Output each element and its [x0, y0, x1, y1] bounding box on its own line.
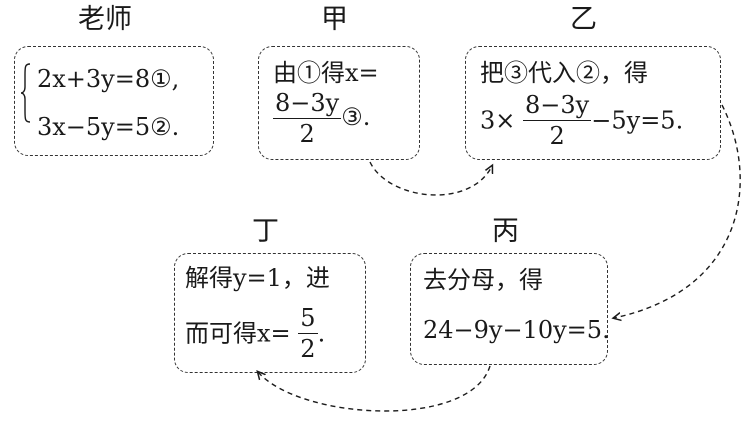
yi-prefix: 3× — [480, 106, 516, 135]
teacher-equation-1: 2x+3y=8①, — [37, 65, 180, 93]
ding-fraction: 5 2 — [298, 304, 318, 363]
jia-fraction-denominator: 2 — [299, 120, 315, 148]
teacher-box: 2x+3y=8①, 3x−5y=5②. — [14, 46, 214, 156]
ding-line-1: 解得y=1，进 — [185, 264, 330, 292]
yi-fraction-denominator: 2 — [549, 122, 565, 150]
yi-after: −5y=5. — [591, 106, 684, 135]
ding-box: 解得y=1，进 而可得x= 5 2 . — [174, 253, 366, 373]
jia-fraction-numerator: 8−3y — [273, 89, 342, 119]
jia-line-1: 由①得x= — [273, 59, 379, 87]
arrow-bing-to-ding — [258, 365, 491, 412]
yi-fraction: 8−3y 2 — [523, 91, 592, 150]
yi-line-1: 把③代入②，得 — [480, 59, 648, 87]
label-ding: 丁 — [252, 216, 279, 247]
yi-fraction-numerator: 8−3y — [523, 91, 592, 121]
jia-box: 由①得x= 8−3y 2 ③. — [258, 46, 420, 160]
teacher-equation-2: 3x−5y=5②. — [37, 113, 180, 141]
arrow-jia-to-yi — [369, 161, 492, 196]
ding-fraction-denominator: 2 — [300, 335, 316, 363]
bing-line-2: 24−9y−10y=5. — [423, 316, 610, 344]
label-yi: 乙 — [570, 4, 597, 35]
ding-after: . — [317, 319, 326, 348]
arrow-yi-to-bing — [614, 104, 741, 318]
bing-line-1: 去分母，得 — [423, 266, 543, 294]
jia-after: ③. — [341, 103, 371, 131]
bing-box: 去分母，得 24−9y−10y=5. — [410, 253, 610, 365]
yi-box: 把③代入②，得 3× 8−3y 2 −5y=5. — [465, 46, 721, 160]
jia-fraction: 8−3y 2 — [273, 89, 342, 148]
label-teacher: 老师 — [78, 4, 132, 35]
label-jia: 甲 — [321, 4, 348, 35]
label-bing: 丙 — [492, 216, 519, 247]
ding-fraction-numerator: 5 — [298, 304, 318, 334]
ding-line-2: 而可得x= — [185, 319, 291, 348]
brace-icon — [21, 63, 31, 123]
